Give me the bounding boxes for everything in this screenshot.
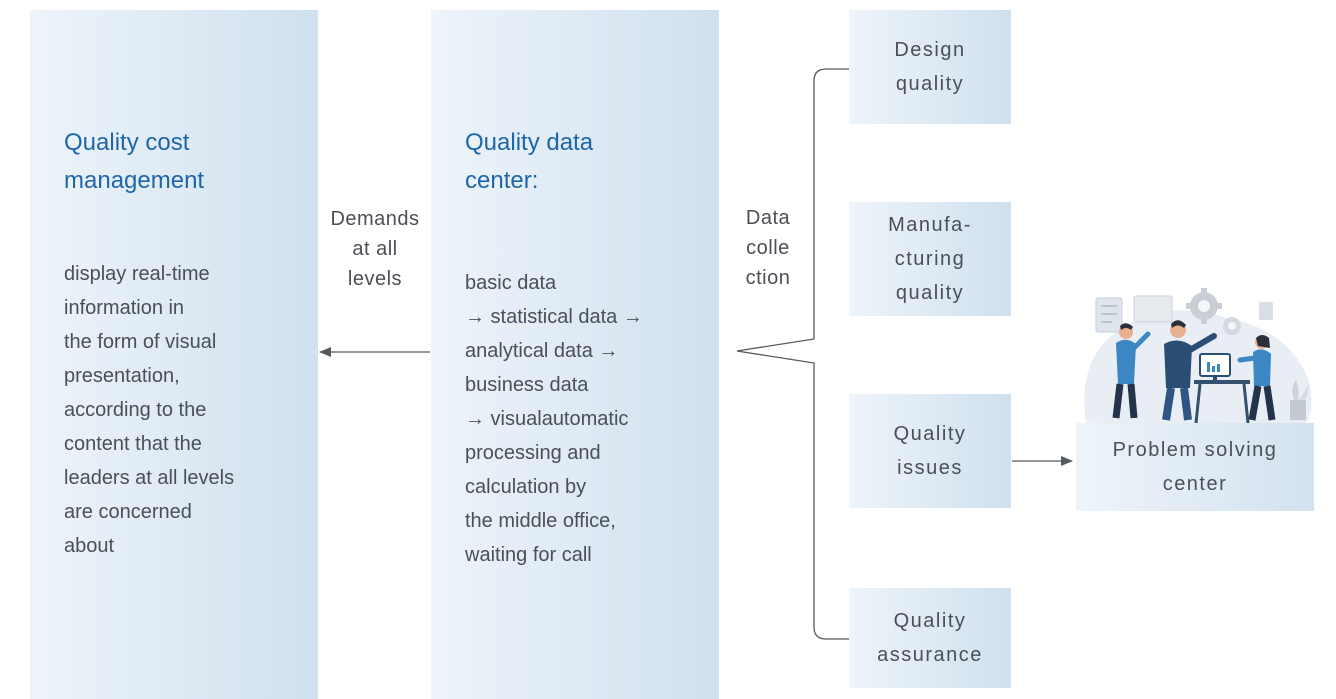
quality-data-center-description: basic data → statistical data → analytic… bbox=[465, 272, 643, 566]
design-quality-box: Design quality bbox=[849, 10, 1011, 124]
data-collection-label: Data colle ction bbox=[745, 207, 791, 289]
quality-data-center-title: Quality data center: bbox=[465, 129, 594, 194]
quality-assurance-box: Quality assurance bbox=[849, 588, 1011, 688]
quality-data-center-panel: Quality data center: basic data → statis… bbox=[431, 10, 719, 699]
quality-cost-management-description: display real-time information in the for… bbox=[64, 263, 235, 557]
quality-issues-box: Quality issues bbox=[849, 394, 1011, 508]
quality-cost-management-panel: Quality cost management display real-tim… bbox=[30, 10, 318, 699]
quality-cost-management-title: Quality cost management bbox=[64, 129, 205, 194]
demands-label: Demands at all levels bbox=[330, 208, 420, 290]
gear-icon bbox=[1186, 288, 1222, 324]
team-collaboration-illustration bbox=[1084, 288, 1312, 424]
collection-bracket bbox=[736, 68, 849, 640]
manufacturing-quality-box: Manufa- cturing quality bbox=[849, 202, 1011, 316]
problem-solving-center-box: Problem solving center bbox=[1076, 423, 1314, 511]
